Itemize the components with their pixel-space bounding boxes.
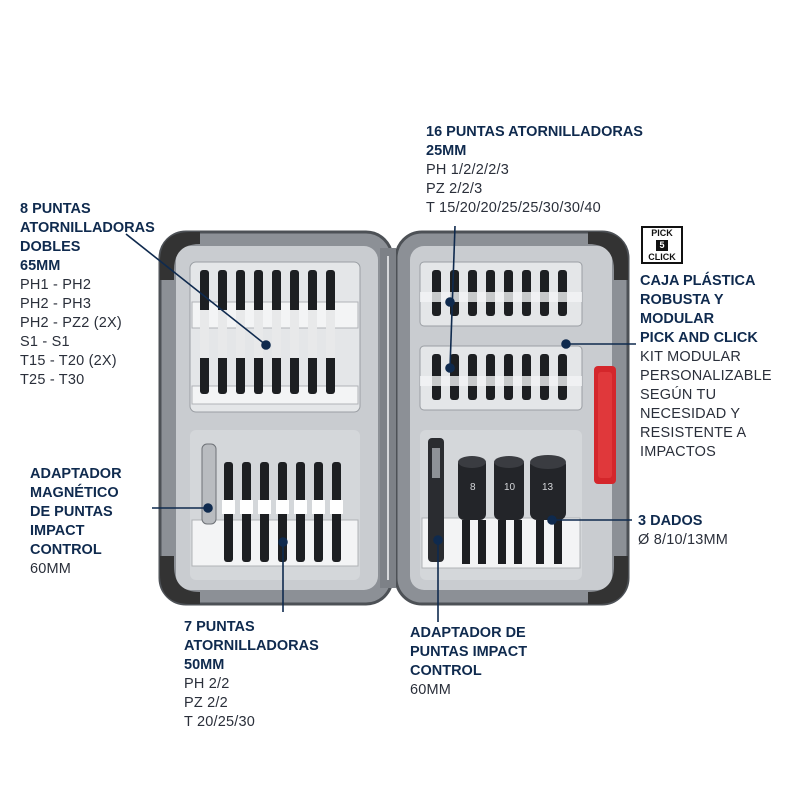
label-case-title: CAJA PLÁSTICA ROBUSTA Y MODULAR PICK AND… [640, 273, 758, 346]
label-dados-title: 3 DADOS [638, 513, 703, 529]
label-bits-50-specs: PH 2/2 PZ 2/2 T 20/25/30 [184, 676, 256, 730]
label-magnetic-title: ADAPTADOR MAGNÉTICO DE PUNTAS IMPACT CON… [30, 466, 122, 558]
label-bits-25-title: 16 PUNTAS ATORNILLADORAS 25MM [426, 124, 643, 159]
label-case: CAJA PLÁSTICA ROBUSTA Y MODULAR PICK AND… [640, 272, 772, 462]
label-bits-50-title: 7 PUNTAS ATORNILLADORAS 50MM [184, 619, 319, 673]
label-double-bits-title: 8 PUNTAS ATORNILLADORAS DOBLES 65MM [20, 201, 155, 274]
pick-logo-top: PICK [651, 228, 673, 238]
pick-and-click-logo: PICK 5 CLICK [641, 226, 683, 264]
socket-label-13: 13 [542, 482, 554, 493]
socket-label-10: 10 [504, 482, 516, 493]
pick-logo-bottom: CLICK [648, 252, 676, 262]
label-bits-50: 7 PUNTAS ATORNILLADORAS 50MM PH 2/2 PZ 2… [184, 618, 319, 732]
label-bits-25-specs: PH 1/2/2/2/3 PZ 2/2/3 T 15/20/20/25/25/3… [426, 162, 601, 216]
label-case-specs: KIT MODULAR PERSONALIZABLE SEGÚN TU NECE… [640, 349, 772, 460]
label-magnetic-specs: 60MM [30, 561, 72, 577]
label-dados-specs: Ø 8/10/13MM [638, 532, 729, 548]
label-bits-25: 16 PUNTAS ATORNILLADORAS 25MM PH 1/2/2/2… [426, 123, 643, 218]
label-double-bits: 8 PUNTAS ATORNILLADORAS DOBLES 65MM PH1 … [20, 200, 155, 390]
pick-logo-mid: 5 [656, 240, 668, 251]
label-dados: 3 DADOS Ø 8/10/13MM [638, 512, 728, 550]
label-adapter-specs: 60MM [410, 682, 452, 698]
label-adapter: ADAPTADOR DE PUNTAS IMPACT CONTROL 60MM [410, 624, 527, 700]
label-double-bits-specs: PH1 - PH2 PH2 - PH3 PH2 - PZ2 (2X) S1 - … [20, 277, 122, 388]
socket-label-8: 8 [470, 482, 476, 493]
label-magnetic: ADAPTADOR MAGNÉTICO DE PUNTAS IMPACT CON… [30, 465, 122, 579]
label-adapter-title: ADAPTADOR DE PUNTAS IMPACT CONTROL [410, 625, 528, 679]
